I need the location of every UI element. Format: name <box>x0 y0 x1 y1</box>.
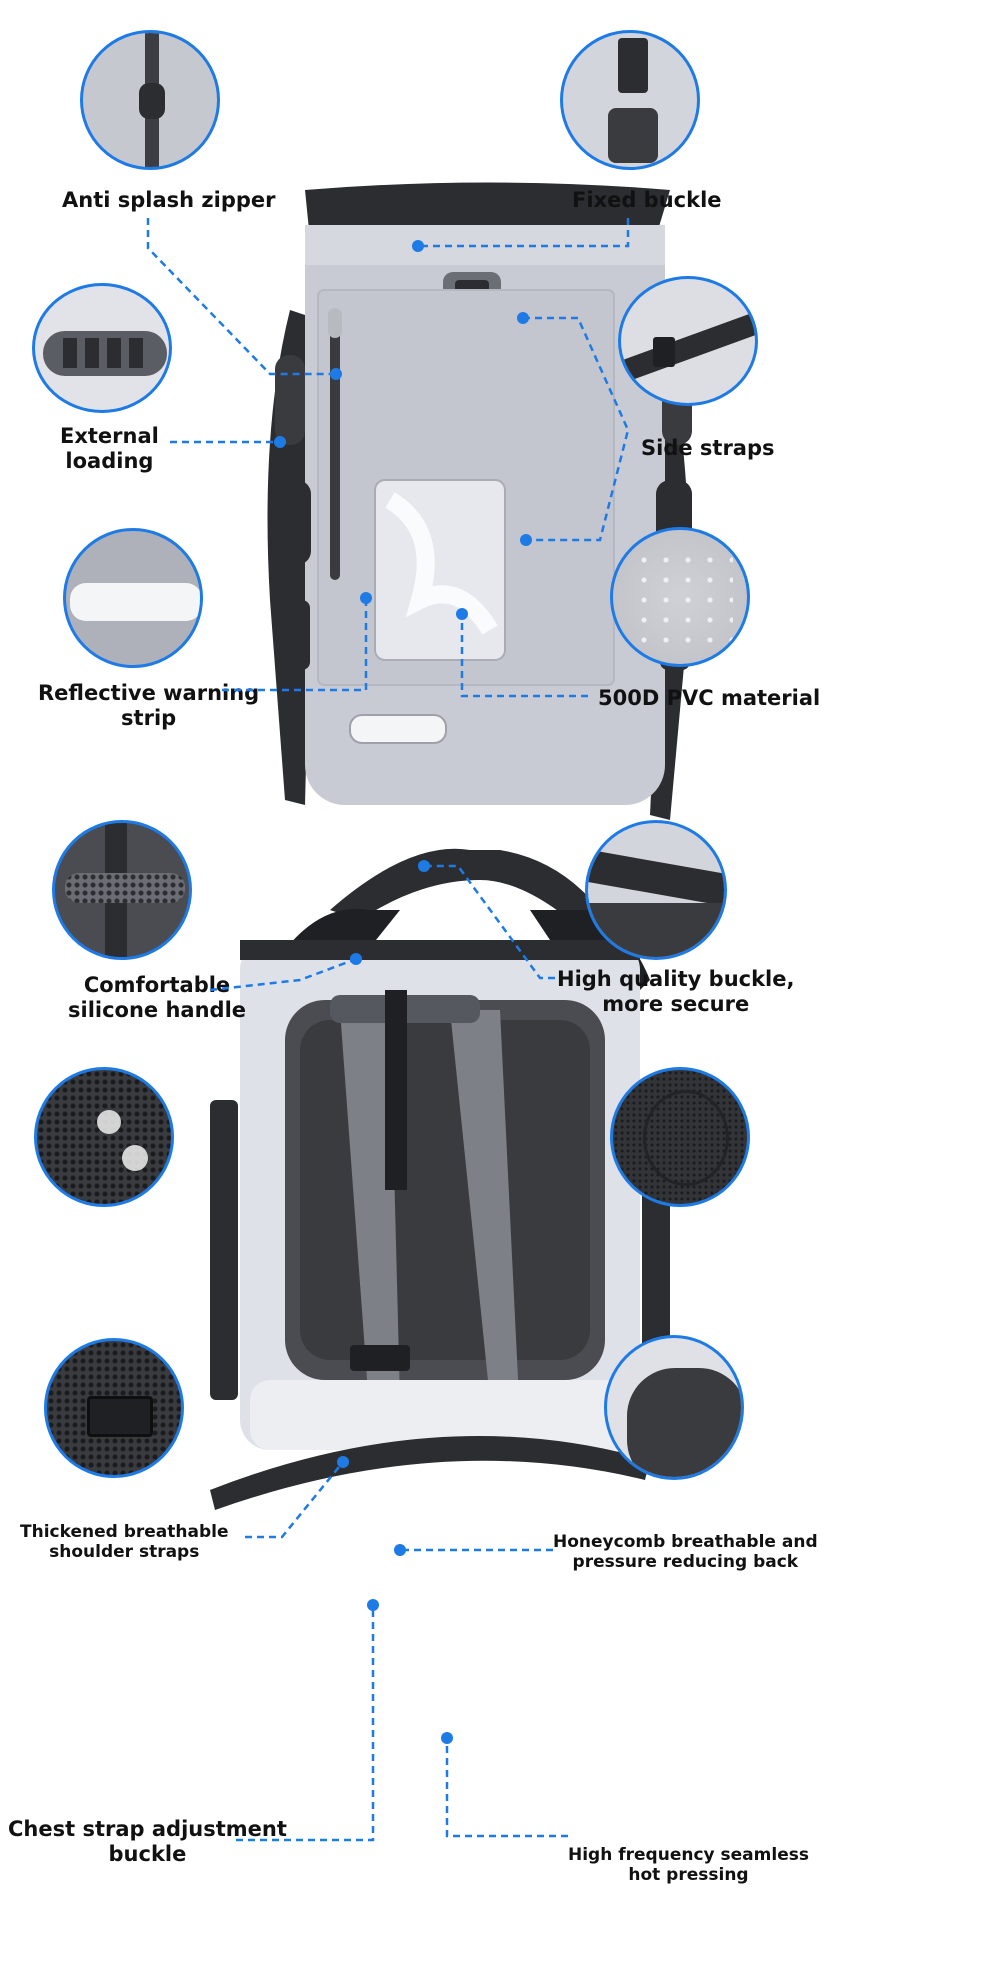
front-backpack-image <box>267 182 692 820</box>
label-honeycomb-breathable-back: Honeycomb breathable and pressure reduci… <box>553 1532 818 1573</box>
label-thickened-breathable-shoulder-straps: Thickened breathable shoulder straps <box>20 1522 229 1563</box>
label-high-frequency-seamless-hot-pressing: High frequency seamless hot pressing <box>568 1845 809 1886</box>
fixed-buckle-detail-image <box>560 30 700 170</box>
label-500d-pvc-material: 500D PVC material <box>598 686 821 710</box>
hot-pressing-detail-image <box>604 1335 744 1480</box>
label-anti-splash-zipper: Anti splash zipper <box>62 188 276 212</box>
high-quality-buckle-detail-image <box>585 820 727 960</box>
chest-buckle-detail-image <box>44 1338 184 1478</box>
honeycomb-back-detail-image <box>610 1067 750 1207</box>
reflective-strip-detail-image <box>63 528 203 668</box>
zipper-detail-image <box>80 30 220 170</box>
side-straps-detail-image <box>618 276 758 406</box>
label-comfortable-silicone-handle: Comfortable silicone handle <box>68 973 247 1023</box>
label-high-quality-buckle: High quality buckle, more secure <box>557 967 795 1017</box>
silicone-handle-detail-image <box>52 820 192 960</box>
external-loading-detail-image <box>32 283 172 413</box>
label-side-straps: Side straps <box>641 436 775 460</box>
label-chest-strap-adjustment-buckle: Chest strap adjustment buckle <box>8 1817 287 1867</box>
label-fixed-buckle: Fixed buckle <box>572 188 722 212</box>
label-reflective-warning-strip: Reflective warning strip <box>38 681 260 731</box>
shoulder-strap-detail-image <box>34 1067 174 1207</box>
pvc-material-detail-image <box>610 527 750 667</box>
back-backpack-image <box>210 848 670 1510</box>
label-external-loading: External loading <box>60 424 159 474</box>
